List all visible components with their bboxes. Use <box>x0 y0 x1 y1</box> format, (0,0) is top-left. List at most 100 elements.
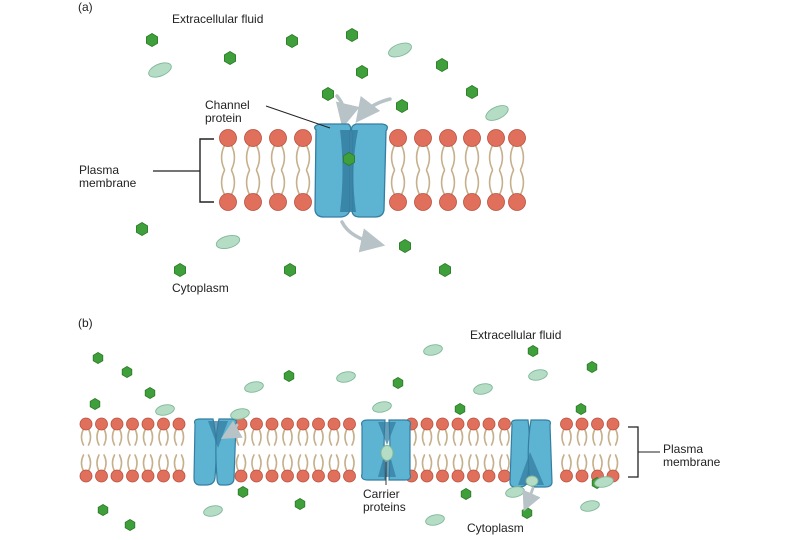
movement-arrow <box>220 420 243 439</box>
solute-hexagon <box>438 263 452 277</box>
phospholipid-pair <box>172 417 186 483</box>
lipid-tail <box>96 428 100 446</box>
lipid-tail <box>483 428 488 446</box>
lipid-tail <box>344 454 348 472</box>
lipid-head <box>487 129 505 147</box>
lipid-tail <box>251 428 255 446</box>
lipid-tail <box>111 454 116 472</box>
lipid-tail <box>440 144 446 171</box>
lipid-head <box>508 193 526 211</box>
lipid-head <box>157 469 170 483</box>
lipid-tail <box>245 144 251 171</box>
lipid-tail <box>328 454 333 472</box>
solute-hexagon <box>285 34 299 48</box>
solute-hexagon <box>454 403 466 415</box>
lipid-tail <box>592 454 596 472</box>
lipid-head <box>451 417 465 431</box>
lipid-head <box>343 469 356 483</box>
lipid-tail <box>320 428 324 446</box>
lipid-tail <box>452 454 457 472</box>
lipid-tail <box>320 454 324 472</box>
solute-hexagon <box>586 361 598 373</box>
panel-b-arrows <box>220 420 541 512</box>
phospholipid-pair <box>79 417 93 483</box>
solute-hexagon <box>392 377 404 389</box>
lipid-tail <box>80 454 85 472</box>
lipid-tail <box>230 169 236 196</box>
lipid-tail <box>614 454 619 472</box>
lipid-tail <box>255 169 261 196</box>
lipid-head <box>250 469 263 483</box>
lipid-tail <box>313 454 317 472</box>
lipid-tail <box>111 428 116 446</box>
lipid-tail <box>468 428 472 446</box>
lipid-head <box>294 193 312 211</box>
carrier-proteins-label-line1: Carrier <box>363 487 400 501</box>
lipid-tail <box>103 454 107 472</box>
lipid-tail <box>498 169 504 196</box>
channel-protein-label-line1: Channel <box>205 98 250 112</box>
lipid-tail <box>142 428 147 446</box>
lipid-tail <box>304 428 309 446</box>
lipid-tail <box>607 428 612 446</box>
solute-hexagon <box>145 33 159 47</box>
phospholipid-pair <box>157 417 170 483</box>
lipid-head <box>281 469 294 483</box>
lipid-tail <box>561 428 565 446</box>
lipid-tail <box>483 454 488 472</box>
lipid-head <box>343 417 356 431</box>
lipid-tail <box>313 428 317 446</box>
lipid-head <box>312 417 325 431</box>
panel-a-membrane-label-line1: Plasma <box>79 163 120 177</box>
solute-hexagon <box>89 398 101 410</box>
phospholipid-pair <box>312 417 325 483</box>
lipid-head <box>451 469 465 483</box>
lipid-tail <box>519 144 525 171</box>
phospholipid-pair <box>508 129 526 211</box>
solute-hexagon <box>465 85 479 99</box>
lipid-tail <box>328 428 333 446</box>
lipid-head <box>420 469 434 483</box>
lipid-tail <box>437 428 441 446</box>
lipid-tail <box>305 144 311 171</box>
lipid-tail <box>474 169 480 196</box>
lipid-tail <box>599 454 603 472</box>
phospholipid-pair <box>451 417 465 483</box>
phospholipid-pair <box>141 417 155 483</box>
membrane-bracket <box>199 138 214 203</box>
solute-oval <box>525 475 539 487</box>
solute-hexagon <box>435 58 449 72</box>
lipid-tail <box>506 454 510 472</box>
phospholipid-pair <box>281 417 294 483</box>
lipid-tail <box>413 428 417 446</box>
phospholipid-pair <box>575 417 589 483</box>
lipid-tail <box>180 428 185 446</box>
panel-a-membrane <box>153 129 526 211</box>
lipid-tail <box>437 454 441 472</box>
lipid-tail <box>289 428 293 446</box>
lipid-head <box>141 469 155 483</box>
lipid-head <box>157 417 170 431</box>
lipid-head <box>296 417 310 431</box>
lipid-tail <box>474 144 480 171</box>
solute-hexagon <box>121 366 133 378</box>
lipid-tail <box>80 428 85 446</box>
lipid-tail <box>242 428 247 446</box>
lipid-head <box>560 417 573 431</box>
lipid-head <box>234 469 248 483</box>
lipid-tail <box>576 454 581 472</box>
carrier-protein-1-left <box>193 418 217 486</box>
lipid-head <box>281 417 294 431</box>
phospholipid-pair <box>219 129 237 211</box>
solute-oval <box>244 381 264 393</box>
solute-hexagon <box>521 507 533 519</box>
lipid-tail <box>475 454 479 472</box>
solute-oval <box>148 62 172 78</box>
phospholipid-pair <box>265 417 279 483</box>
lipid-tail <box>282 454 286 472</box>
lipid-tail <box>344 428 348 446</box>
lipid-tail <box>390 144 396 171</box>
lipid-head <box>312 469 325 483</box>
solute-oval <box>423 344 443 356</box>
lipid-tail <box>351 428 355 446</box>
